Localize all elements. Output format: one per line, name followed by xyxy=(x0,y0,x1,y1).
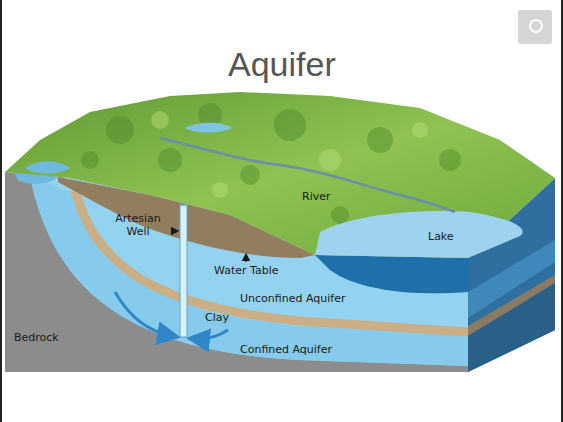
diagram-title: Aquifer xyxy=(228,44,336,84)
part-label: Bedrock xyxy=(14,331,59,344)
part-label: Artesian Well xyxy=(108,212,168,238)
part-label: River xyxy=(302,190,331,203)
part-label: Confined Aquifer xyxy=(240,343,332,356)
part-label: Unconfined Aquifer xyxy=(240,292,345,305)
part-label: Water Table xyxy=(214,264,278,277)
part-label: Lake xyxy=(428,230,454,243)
part-label: Clay xyxy=(205,311,229,324)
